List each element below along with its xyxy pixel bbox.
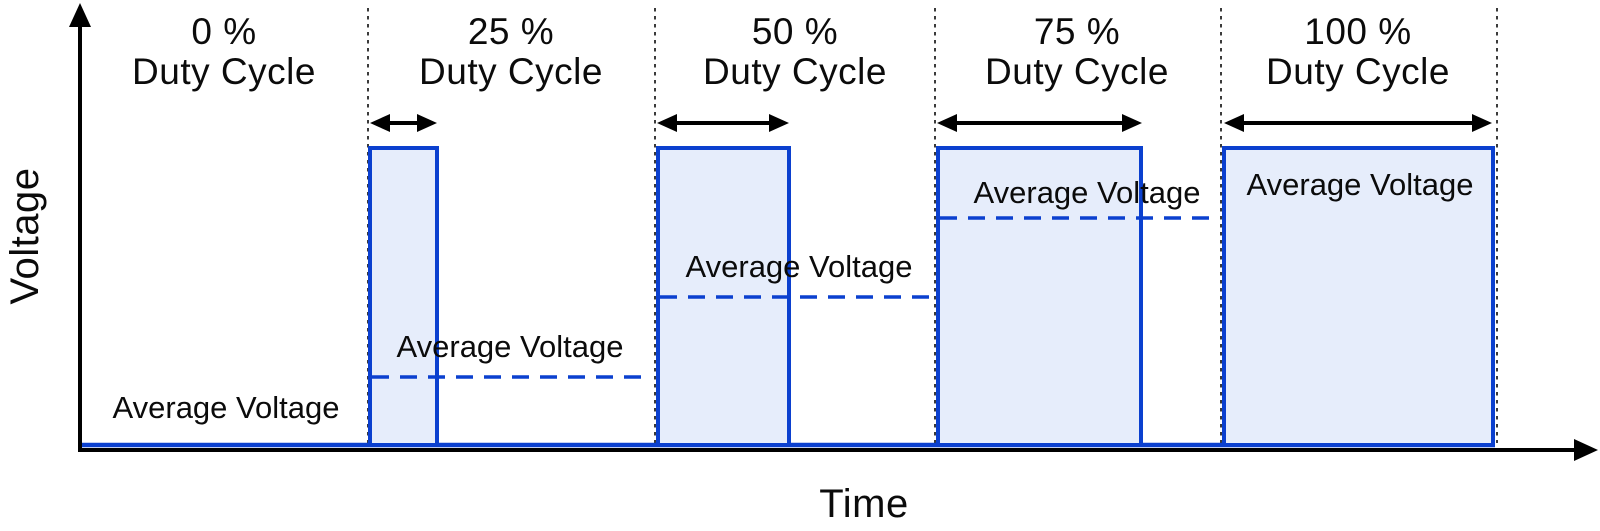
y-axis-arrowhead [69,3,91,27]
section-title-line1: 50 % [752,11,838,52]
section-title-line2: Duty Cycle [1266,51,1450,92]
voltage-pulses [368,146,1495,447]
arrow-left-head [657,114,677,132]
section-title-line1: 75 % [1034,11,1120,52]
arrow-left-head [370,114,390,132]
pulse-25-percent [368,146,439,447]
width-arrow-25-percent [370,114,437,132]
section-0-percent: 0 % Duty Cycle Average Voltage [113,11,340,425]
average-voltage-label: Average Voltage [686,249,913,284]
x-axis-arrowhead [1574,439,1598,461]
y-axis-label: Voltage [3,168,47,305]
x-axis-label: Time [819,482,908,526]
arrow-left-head [1224,114,1244,132]
average-voltage-label: Average Voltage [1247,167,1474,202]
section-title-line1: 0 % [191,11,256,52]
section-title-line2: Duty Cycle [419,51,603,92]
pulse-100-percent [1222,146,1495,447]
section-title-line1: 100 % [1304,11,1411,52]
section-title-line2: Duty Cycle [985,51,1169,92]
axes [69,3,1598,461]
width-arrow-100-percent [1224,114,1492,132]
arrow-left-head [937,114,957,132]
section-title-line2: Duty Cycle [703,51,887,92]
section-title-line2: Duty Cycle [132,51,316,92]
arrow-right-head [1472,114,1492,132]
pulse-width-arrows [370,114,1492,132]
section-25-percent: 25 % Duty Cycle Average Voltage [397,11,624,364]
arrow-right-head [769,114,789,132]
average-voltage-label: Average Voltage [113,390,340,425]
average-voltage-label: Average Voltage [974,175,1201,210]
arrow-right-head [417,114,437,132]
average-voltage-lines [372,216,1218,379]
section-50-percent: 50 % Duty Cycle Average Voltage [686,11,913,284]
pulse-75-percent [936,146,1143,447]
width-arrow-50-percent [657,114,789,132]
width-arrow-75-percent [937,114,1142,132]
average-voltage-label: Average Voltage [397,329,624,364]
section-75-percent: 75 % Duty Cycle Average Voltage [974,11,1201,210]
section-100-percent: 100 % Duty Cycle Average Voltage [1247,11,1474,202]
section-title-line1: 25 % [468,11,554,52]
arrow-right-head [1122,114,1142,132]
